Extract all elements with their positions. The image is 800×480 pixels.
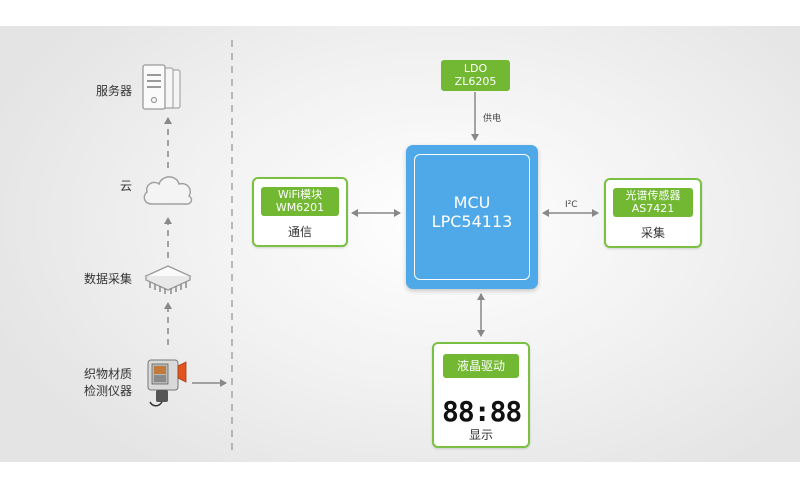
ldo-model: ZL6205 xyxy=(454,75,497,88)
spectral-caption: 采集 xyxy=(640,226,665,240)
cloud-label: 云 xyxy=(119,179,132,193)
wifi-module-box: WiFi模块 WM6201 通信 xyxy=(252,177,348,247)
wifi-title: WiFi模块 xyxy=(277,188,323,201)
mcu-inner-frame xyxy=(414,154,530,280)
mcu-title: MCU xyxy=(453,193,491,212)
lcd-display-box: 液晶驱动 显示 xyxy=(432,342,530,448)
wifi-caption: 通信 xyxy=(287,225,312,239)
lcd-caption: 显示 xyxy=(468,428,493,442)
instrument-label: 织物材质 检测仪器 xyxy=(83,367,132,398)
wifi-model: WM6201 xyxy=(275,201,325,214)
chip-icon xyxy=(144,265,192,294)
mcu-label: MCU LPC54113 xyxy=(406,193,538,231)
spectral-model: AS7421 xyxy=(631,202,675,215)
lcd-tag: 液晶驱动 xyxy=(443,354,519,378)
i2c-label: I²C xyxy=(565,200,578,210)
spectral-title: 光谱传感器 xyxy=(625,189,681,202)
seven-segment-display: 88:88 xyxy=(442,395,522,428)
instrument-icon xyxy=(147,359,187,407)
server-icon xyxy=(142,64,181,110)
mcu-model: LPC54113 xyxy=(431,212,513,231)
data-collect-label: 数据采集 xyxy=(83,272,132,286)
server-label: 服务器 xyxy=(95,84,132,98)
ldo-box: LDO ZL6205 xyxy=(441,60,510,91)
mcu-block: MCU LPC54113 xyxy=(406,145,538,289)
power-label: 供电 xyxy=(483,114,502,124)
spectral-tag: 光谱传感器 AS7421 xyxy=(613,188,693,217)
cloud-icon xyxy=(143,176,193,205)
ldo-title: LDO xyxy=(463,62,488,75)
spectral-sensor-box: 光谱传感器 AS7421 采集 xyxy=(604,178,702,248)
wifi-tag: WiFi模块 WM6201 xyxy=(261,187,339,216)
